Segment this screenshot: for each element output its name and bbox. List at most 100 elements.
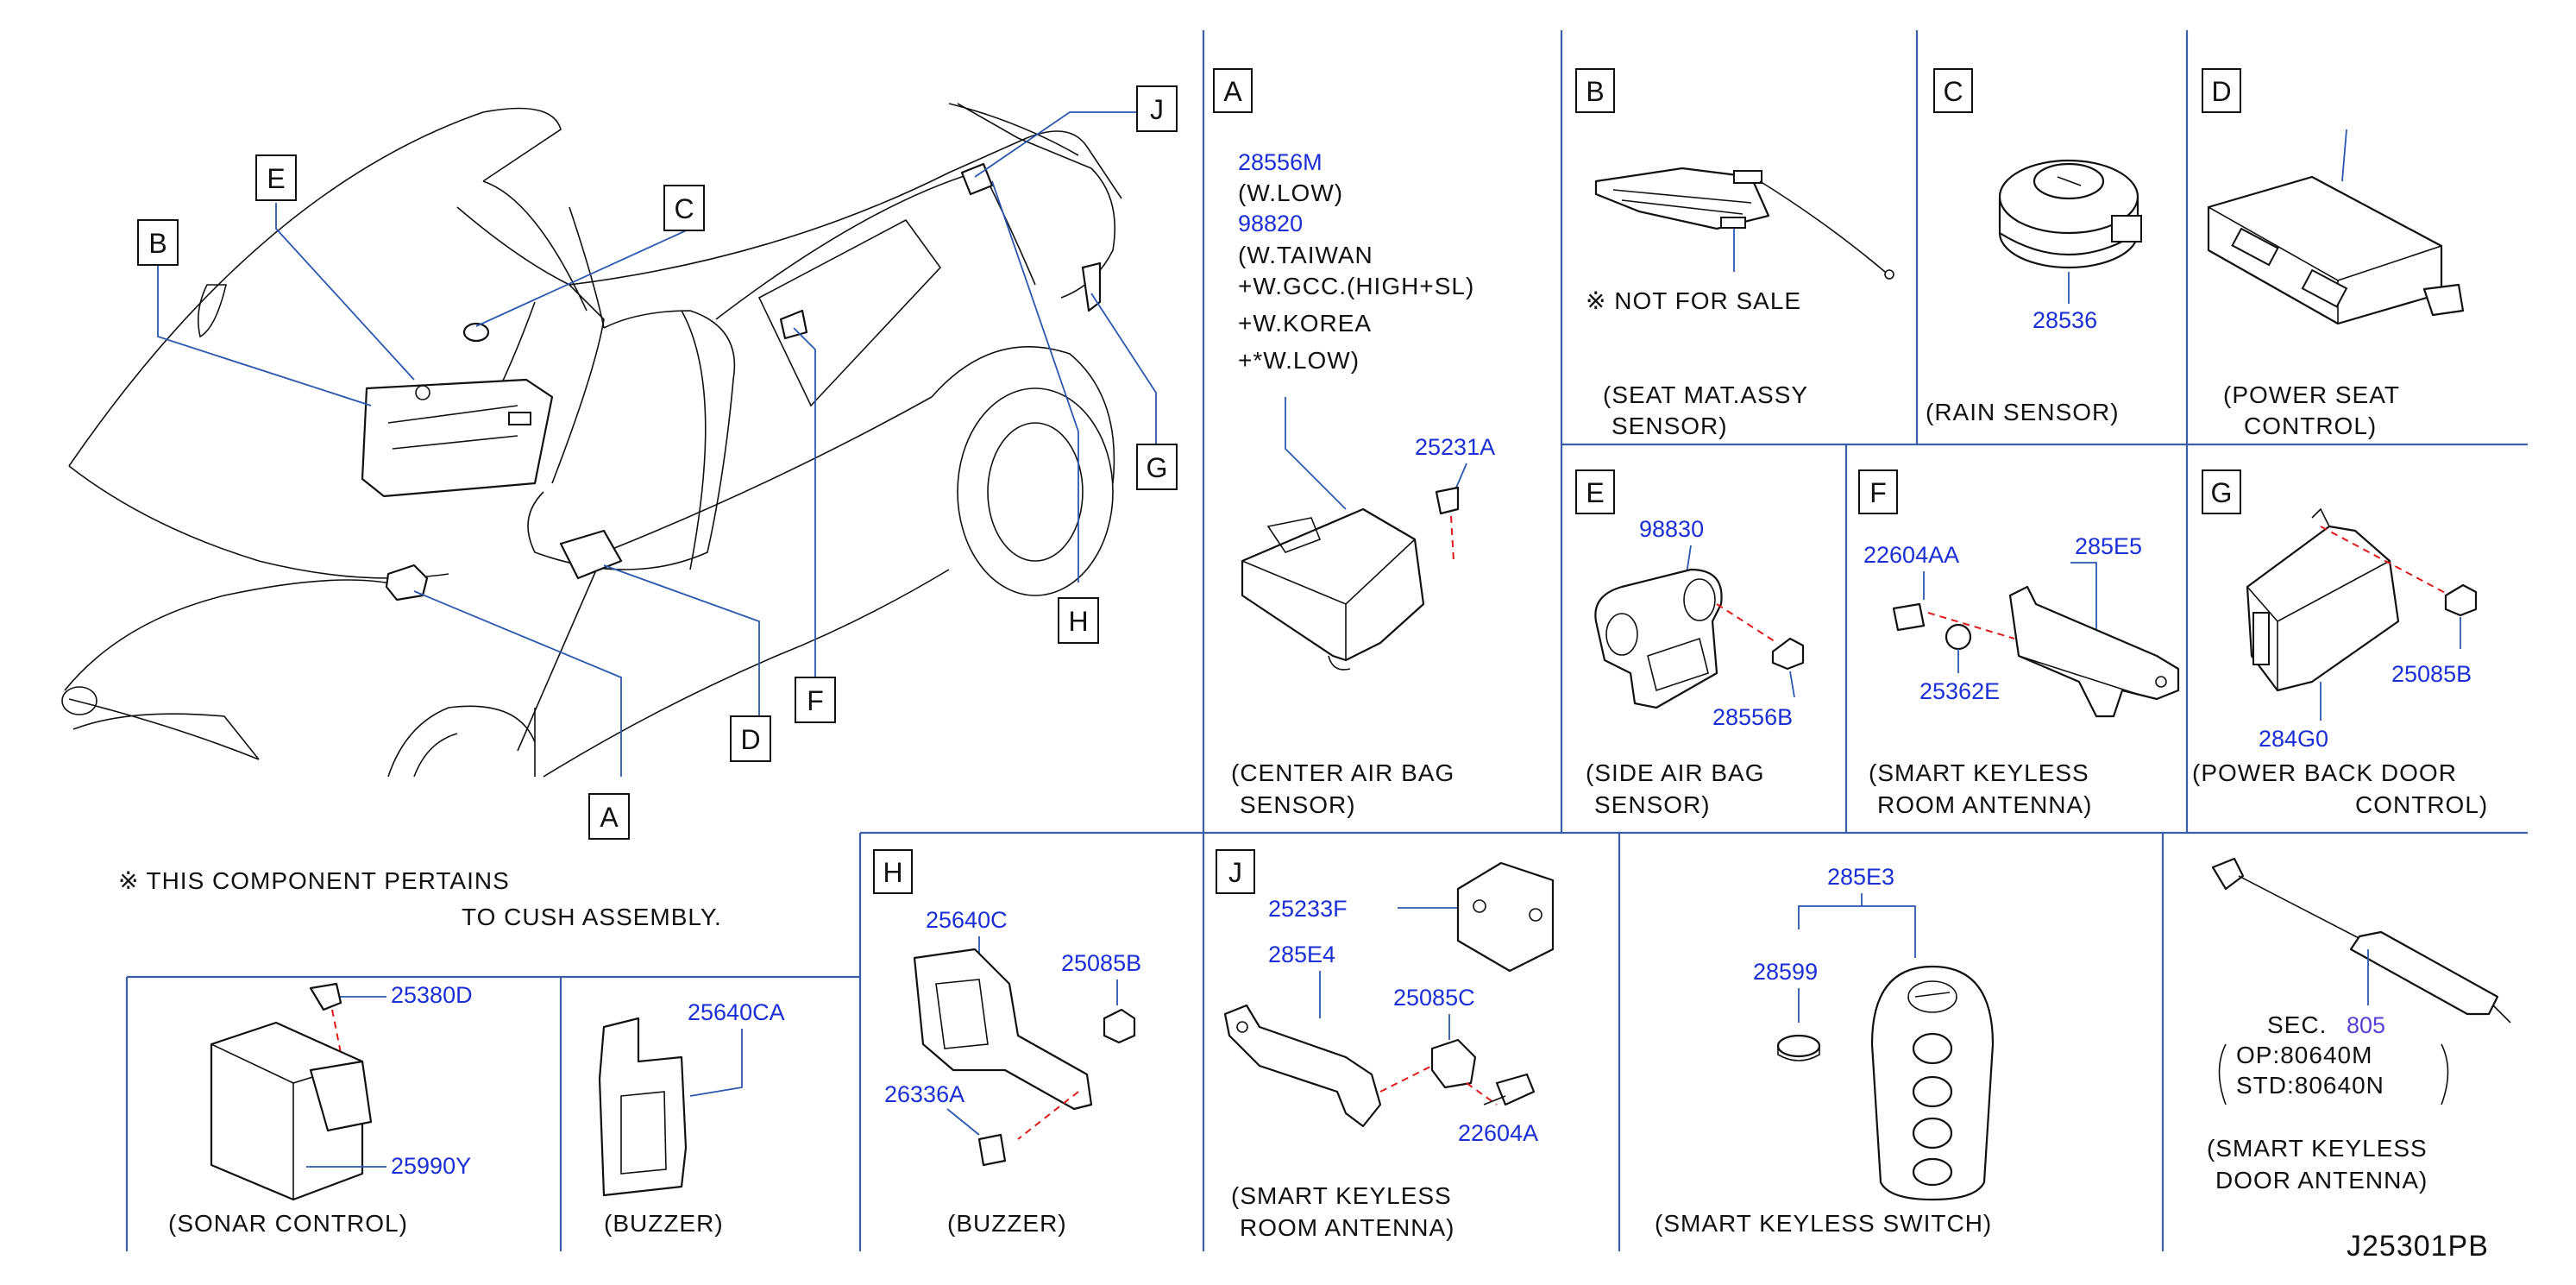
svg-text:(SMART KEYLESS: (SMART KEYLESS (1231, 1182, 1452, 1209)
callout-E: E (255, 154, 297, 201)
svg-text:E: E (267, 163, 285, 194)
panel-H-buzzer: H 25640C 25085B 26336A (BUZZER) (873, 849, 1141, 1237)
svg-text:G: G (2211, 477, 2233, 508)
svg-text:A: A (1223, 76, 1242, 107)
svg-text:(RAIN SENSOR): (RAIN SENSOR) (1926, 399, 2120, 425)
panel-smart-keyless-switch: 285E3 28599 (SMART KEYLESS SWITCH) (1655, 864, 1995, 1237)
svg-text:(SMART KEYLESS SWITCH): (SMART KEYLESS SWITCH) (1655, 1210, 1992, 1237)
svg-text:805: 805 (2347, 1012, 2385, 1038)
svg-text:25085B: 25085B (1061, 950, 1141, 976)
callout-F: F (795, 677, 836, 723)
callout-G: G (1136, 444, 1178, 490)
svg-text:(SIDE AIR BAG: (SIDE AIR BAG (1586, 759, 1765, 786)
svg-text:285E5: 285E5 (2075, 533, 2142, 559)
svg-text:22604AA: 22604AA (1863, 542, 1959, 568)
callout-H: H (1058, 597, 1099, 644)
panel-G-power-back-door-control: G 25085B 284G0 (POWER BACK DOOR CONTROL) (2192, 469, 2488, 818)
svg-text:ROOM ANTENNA): ROOM ANTENNA) (1877, 791, 2092, 818)
svg-text:F: F (807, 685, 824, 716)
svg-text:D: D (740, 724, 760, 755)
svg-text:H: H (1068, 606, 1088, 637)
callout-J: J (1136, 85, 1178, 132)
svg-text:25362E: 25362E (1919, 678, 2000, 704)
panel-B-seat-mat-sensor: B ※ NOT FOR SALE (SEAT MAT.ASSY SENSOR) (1575, 68, 1894, 439)
svg-text:※ NOT FOR SALE: ※ NOT FOR SALE (1586, 287, 1801, 314)
svg-text:25233F: 25233F (1268, 896, 1348, 922)
svg-text:DOOR ANTENNA): DOOR ANTENNA) (2215, 1167, 2428, 1194)
svg-text:ROOM ANTENNA): ROOM ANTENNA) (1240, 1214, 1454, 1241)
panel-buzzer-bracket: 25640CA (BUZZER) (598, 999, 785, 1237)
svg-text:OP:80640M: OP:80640M (2236, 1042, 2372, 1068)
svg-text:J: J (1228, 857, 1242, 888)
svg-text:(SMART KEYLESS: (SMART KEYLESS (2207, 1135, 2428, 1162)
callout-D: D (730, 715, 771, 762)
svg-text:CONTROL): CONTROL) (2355, 791, 2488, 818)
diagram-code: J25301PB (2347, 1230, 2489, 1263)
svg-text:98820: 98820 (1238, 211, 1303, 236)
svg-text:(W.LOW): (W.LOW) (1238, 180, 1343, 206)
svg-text:SENSOR): SENSOR) (1240, 791, 1356, 818)
svg-text:CONTROL): CONTROL) (2244, 413, 2377, 439)
callout-C: C (663, 185, 705, 231)
svg-text:28556B: 28556B (1712, 704, 1793, 730)
svg-text:B: B (148, 228, 166, 259)
svg-text:D: D (2211, 76, 2231, 107)
panel-C-rain-sensor: C 28536 (RAIN SENSOR) (1926, 68, 2142, 425)
svg-text:STD:80640N: STD:80640N (2236, 1072, 2384, 1099)
svg-text:(W.TAIWAN: (W.TAIWAN (1238, 242, 1373, 268)
svg-text:+W.GCC.(HIGH+SL): +W.GCC.(HIGH+SL) (1238, 273, 1474, 299)
svg-text:25990Y: 25990Y (391, 1153, 471, 1179)
svg-text:TO CUSH ASSEMBLY.: TO CUSH ASSEMBLY. (462, 904, 722, 930)
svg-text:J: J (1150, 94, 1164, 125)
panel-A-center-airbag-sensor: A 28556M (W.LOW) 98820 (W.TAIWAN +W.GCC.… (1213, 68, 1495, 818)
panel-E-side-airbag-sensor: E 98830 28556B (SIDE AIR BAG SENSOR) (1575, 469, 1805, 818)
svg-text:H: H (883, 857, 902, 888)
vehicle-overview: E B C J G H F D A (61, 85, 1178, 840)
svg-text:SENSOR): SENSOR) (1594, 791, 1711, 818)
svg-text:284G0: 284G0 (2259, 726, 2328, 752)
svg-text:(CENTER AIR BAG: (CENTER AIR BAG (1231, 759, 1454, 786)
svg-text:25085B: 25085B (2391, 661, 2472, 687)
svg-text:(POWER SEAT: (POWER SEAT (2223, 381, 2400, 408)
svg-text:25640C: 25640C (926, 907, 1008, 933)
panel-smart-keyless-door-antenna: SEC. 805 OP:80640M STD:80640N (SMART KEY… (2207, 857, 2511, 1194)
svg-text:25085C: 25085C (1393, 985, 1475, 1011)
svg-text:※THIS COMPONENT PERTAINS: ※THIS COMPONENT PERTAINS (118, 867, 510, 894)
panel-F-smart-keyless-room-antenna: F 22604AA 285E5 25362E (SMART KEYLESS RO… (1858, 469, 2180, 818)
svg-text:22604A: 22604A (1458, 1120, 1538, 1146)
svg-text:98830: 98830 (1639, 516, 1704, 542)
panel-J-smart-keyless-room-antenna: J 25233F 285E4 25085C 22604A (SMART KEYL… (1216, 849, 1555, 1241)
panel-dividers (125, 30, 2528, 1251)
callout-B: B (137, 219, 179, 266)
svg-text:G: G (1147, 452, 1168, 483)
svg-text:25380D: 25380D (391, 982, 473, 1008)
svg-text:E: E (1586, 477, 1604, 508)
svg-text:(BUZZER): (BUZZER) (947, 1210, 1067, 1237)
cush-assembly-note: ※THIS COMPONENT PERTAINS TO CUSH ASSEMBL… (118, 867, 722, 930)
svg-text:(POWER BACK DOOR: (POWER BACK DOOR (2192, 759, 2457, 786)
svg-text:(SEAT MAT.ASSY: (SEAT MAT.ASSY (1603, 381, 1808, 408)
svg-text:A: A (600, 802, 619, 833)
svg-text:25640CA: 25640CA (688, 999, 785, 1025)
svg-text:SENSOR): SENSOR) (1612, 413, 1728, 439)
svg-text:25231A: 25231A (1415, 434, 1495, 460)
svg-text:(SMART KEYLESS: (SMART KEYLESS (1869, 759, 2089, 786)
panel-D-power-seat-control: D (POWER SEAT CONTROL) (2202, 68, 2465, 439)
svg-text:SEC.: SEC. (2267, 1011, 2327, 1038)
svg-text:26336A: 26336A (884, 1081, 964, 1107)
svg-text:C: C (1943, 76, 1963, 107)
svg-text:28536: 28536 (2033, 307, 2097, 333)
callout-A: A (588, 793, 630, 840)
svg-text:+W.KOREA: +W.KOREA (1238, 310, 1372, 337)
panel-sonar-control: 25380D 25990Y (SONAR CONTROL) (168, 982, 473, 1237)
svg-text:+*W.LOW): +*W.LOW) (1238, 347, 1360, 374)
svg-text:285E3: 285E3 (1827, 864, 1894, 890)
svg-text:B: B (1586, 76, 1604, 107)
svg-text:28599: 28599 (1753, 959, 1818, 985)
svg-text:F: F (1869, 477, 1887, 508)
svg-text:28556M: 28556M (1238, 149, 1323, 175)
svg-text:C: C (674, 193, 694, 224)
svg-text:(BUZZER): (BUZZER) (604, 1210, 724, 1237)
